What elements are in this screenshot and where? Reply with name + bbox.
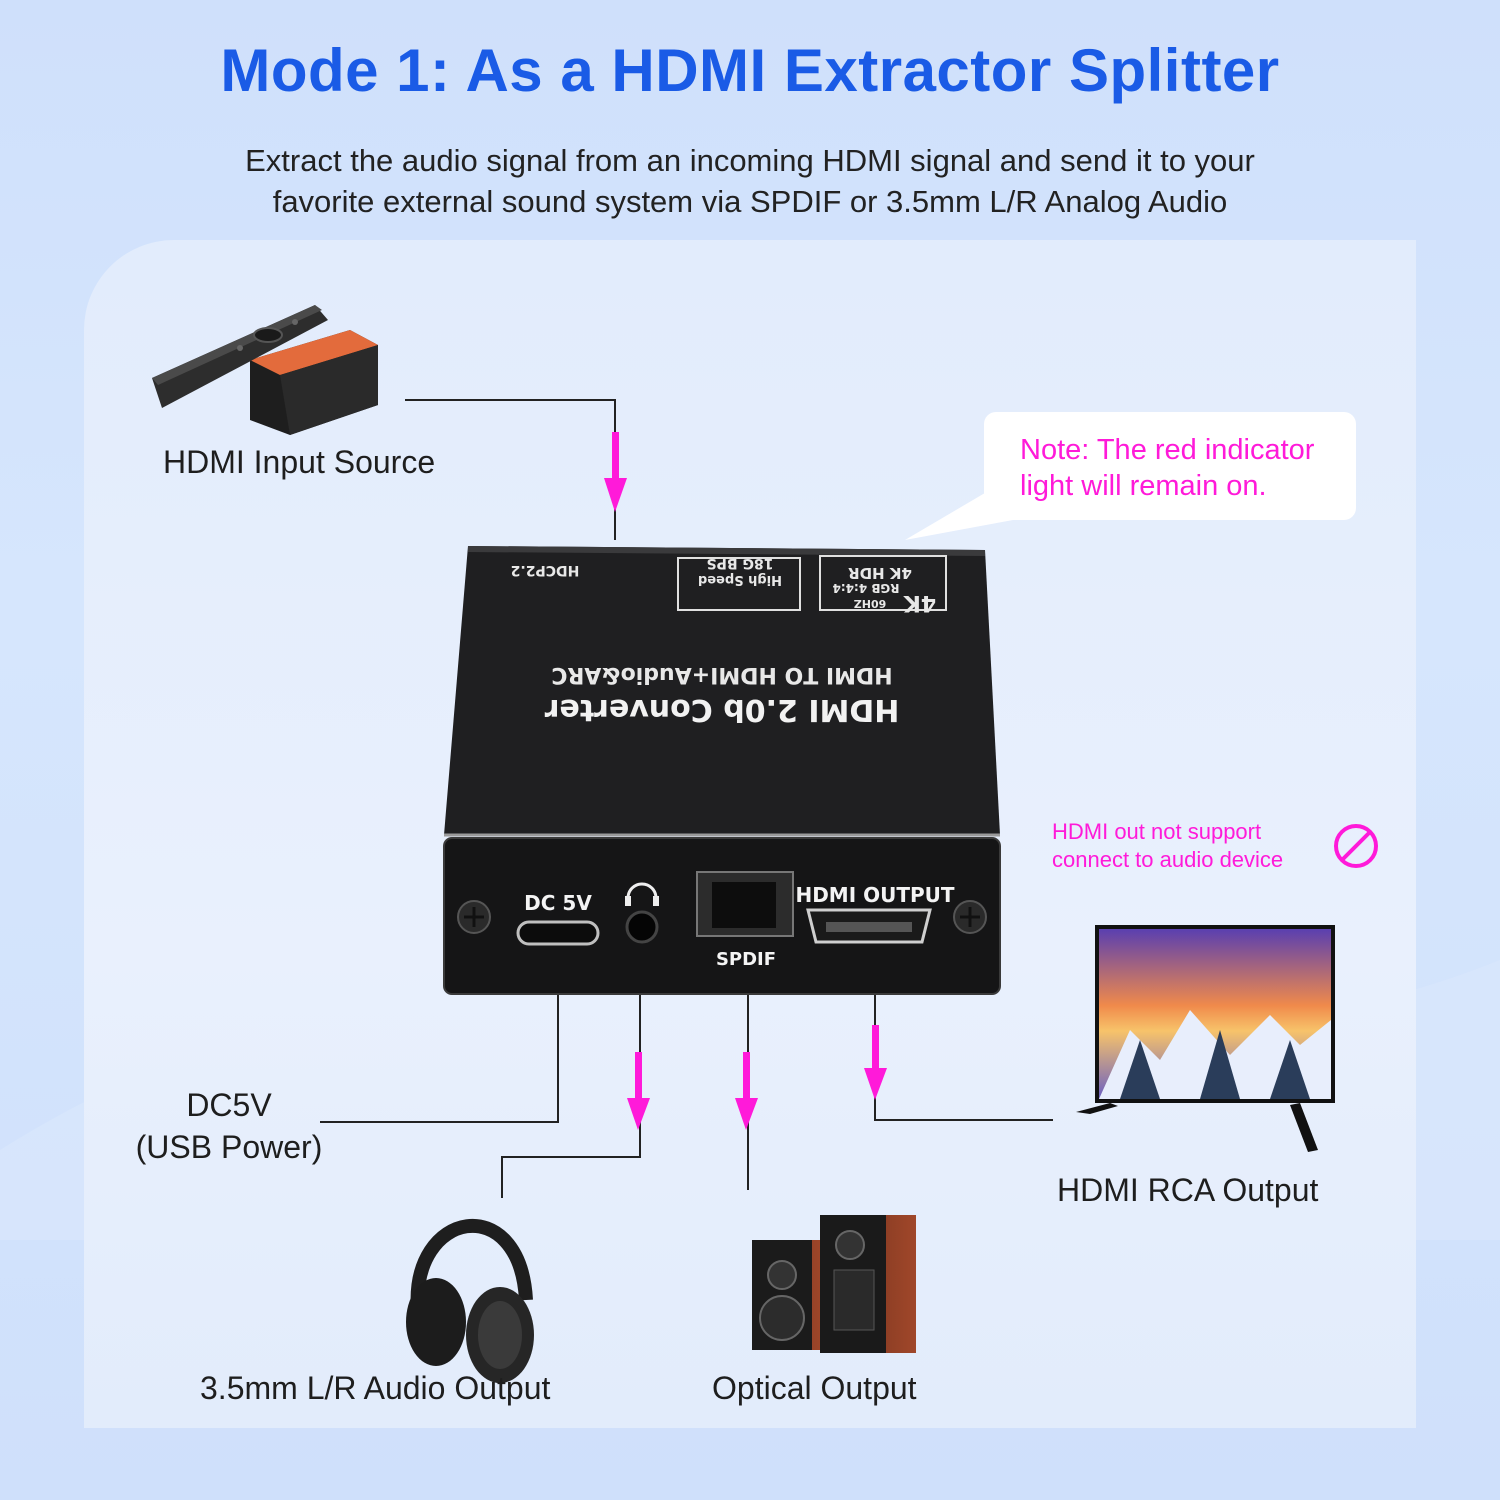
- headphones-illustration: [406, 1218, 534, 1383]
- remote-control-illustration: [152, 305, 328, 408]
- label-dc-power: DC5V (USB Power): [124, 1084, 334, 1168]
- badge-hdcp: HDCP2.2: [511, 562, 580, 578]
- input-arrow: [604, 432, 627, 512]
- hdmi-output-arrow: [864, 1025, 887, 1100]
- hdmi-warning-text: HDMI out not support connect to audio de…: [1052, 818, 1322, 874]
- port-label-spdif: SPDIF: [716, 949, 776, 970]
- label-dc-line-2: (USB Power): [135, 1129, 323, 1165]
- speakers-illustration: [752, 1215, 916, 1353]
- output-connection-lines: [320, 995, 1053, 1198]
- streaming-box-illustration: [250, 330, 378, 435]
- badge-rgb: RGB 4:4:4: [832, 581, 899, 595]
- converter-device-top: [444, 546, 1000, 837]
- audio-arrow: [627, 1052, 650, 1130]
- subtitle-line-1: Extract the audio signal from an incomin…: [245, 143, 1255, 178]
- tv-illustration: [1076, 925, 1335, 1152]
- label-hdmi-rca-output: HDMI RCA Output: [1057, 1172, 1319, 1208]
- device-top-title: HDMI 2.0b Converter: [544, 692, 899, 727]
- device-top-labels: HDMI 2.0b Converter HDMI TO HDMI+Audio&A…: [511, 555, 937, 727]
- device-front-labels: DC 5V SPDIF HDMI OUTPUT: [524, 883, 955, 970]
- converter-device-front: [443, 837, 1001, 995]
- prohibited-icon: [1334, 824, 1378, 868]
- input-connection-line: [405, 399, 616, 540]
- label-hdmi-input-source: HDMI Input Source: [163, 444, 436, 480]
- badge-hz: 60HZ: [854, 597, 887, 610]
- optical-arrow: [735, 1052, 758, 1130]
- port-label-hdmi: HDMI OUTPUT: [795, 883, 954, 907]
- label-audio-output: 3.5mm L/R Audio Output: [200, 1370, 551, 1406]
- page-subtitle: Extract the audio signal from an incomin…: [100, 140, 1400, 222]
- label-dc-line-1: DC5V: [186, 1087, 272, 1123]
- badge-4k: 4K: [903, 590, 936, 615]
- subtitle-line-2: favorite external sound system via SPDIF…: [272, 184, 1228, 219]
- badge-hdr: 4K HDR: [848, 564, 912, 582]
- note-text: Note: The red indicator light will remai…: [1020, 432, 1350, 504]
- note-line-1: Note: The red indicator: [1020, 434, 1315, 466]
- badge-speed-line-2: 18G BPS: [707, 555, 774, 571]
- page-title: Mode 1: As a HDMI Extractor Splitter: [220, 37, 1280, 104]
- note-bubble: Note: The red indicator light will remai…: [984, 412, 1356, 520]
- warning-line-1: HDMI out not support: [1052, 819, 1262, 844]
- badge-speed-line-1: High Speed: [698, 572, 782, 587]
- device-top-subtitle: HDMI TO HDMI+Audio&ARC: [551, 662, 892, 687]
- port-label-dc: DC 5V: [524, 891, 592, 915]
- note-line-2: light will remain on.: [1020, 470, 1267, 502]
- warning-line-2: connect to audio device: [1052, 847, 1284, 872]
- label-optical-output: Optical Output: [712, 1370, 917, 1406]
